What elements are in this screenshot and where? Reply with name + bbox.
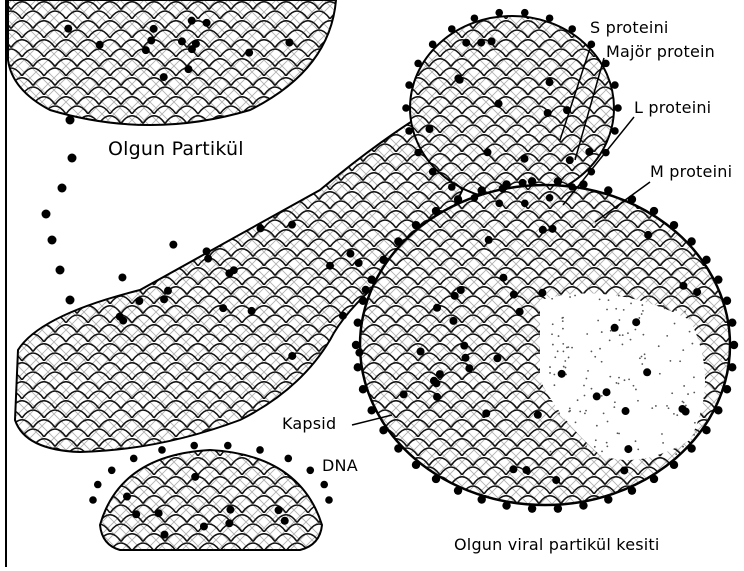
label-major-protein: Majör protein	[606, 42, 715, 61]
label-s-protein: S proteini	[590, 18, 669, 37]
top-left-particle	[8, 0, 336, 125]
upper-right-particle	[410, 16, 614, 200]
label-capsid: Kapsid	[282, 414, 336, 433]
label-m-protein: M proteini	[650, 162, 732, 181]
label-dna: DNA	[322, 456, 358, 475]
label-mature-section: Olgun viral partikül kesiti	[454, 535, 660, 554]
label-l-protein: L proteini	[634, 98, 711, 117]
bottom-particle	[100, 450, 322, 550]
label-mature-particle: Olgun Partikül	[108, 138, 244, 160]
